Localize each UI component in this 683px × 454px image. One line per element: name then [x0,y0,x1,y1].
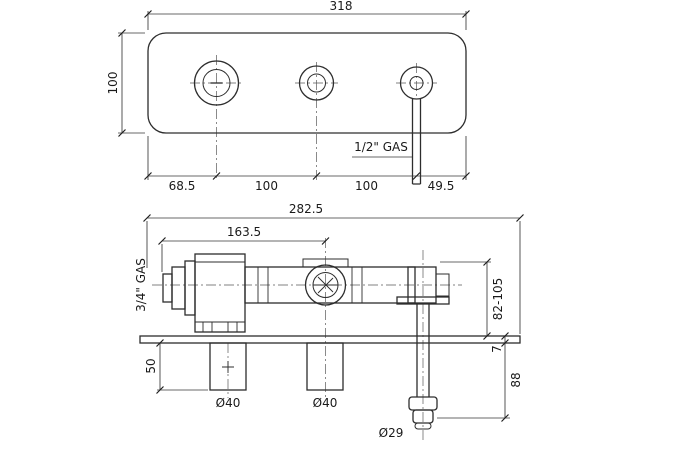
top-view: 318 100 1/2" GAS 68.5 100 100 49.5 [106,0,470,193]
outlet-diameter-label: Ø29 [379,426,404,440]
dim-left-offset-label: 68.5 [169,179,196,193]
dim-plate-width-label: 318 [330,0,353,13]
dim-right-offset-label: 49.5 [428,179,455,193]
outlet-fitting [408,396,438,430]
mixer-body [244,258,416,304]
cartridge [304,264,347,306]
dim-knob-spacing-2-label: 100 [355,179,378,193]
side-view-dimension-lines [146,217,521,419]
inlet-fitting [162,260,196,316]
gas-three-quarter-label: 3/4" GAS [134,258,148,312]
top-view-centerlines [190,55,437,180]
knob-left [193,60,240,106]
hole-diameter-left-label: Ø40 [216,396,241,410]
drop-pipe [416,304,430,397]
side-view-centerlines [152,238,462,440]
rough-in-block-left [209,342,247,391]
dim-plate-height-label: 100 [106,72,120,95]
supply-pipe [411,98,422,185]
valve-block [194,253,246,333]
side-view: 282.5 163.5 3/4" GAS 50 82-105 7 88 Ø40 … [134,202,524,440]
knob-right [399,66,434,100]
gas-half-inch-label: 1/2" GAS [354,140,408,154]
dim-drop-length-label: 88 [509,372,523,387]
outlet-elbow [396,266,450,305]
hole-diameter-right-label: Ø40 [313,396,338,410]
dim-depth-range-label: 82-105 [491,278,505,321]
knob-middle [298,65,335,101]
dim-plate-thickness-label: 7 [490,345,504,353]
dim-knob-spacing-1-label: 100 [255,179,278,193]
side-view-dimension-ticks [143,214,524,422]
rough-in-block-right [306,342,344,391]
wall-plate-outline [147,32,467,134]
dim-overall-length-label: 282.5 [289,202,323,216]
dim-cartridge-offset-label: 163.5 [227,225,261,239]
top-view-dimension-ticks [118,10,470,180]
dim-block-depth-label: 50 [144,358,158,373]
top-view-dimension-lines [118,11,467,180]
plate-edge [139,335,521,344]
